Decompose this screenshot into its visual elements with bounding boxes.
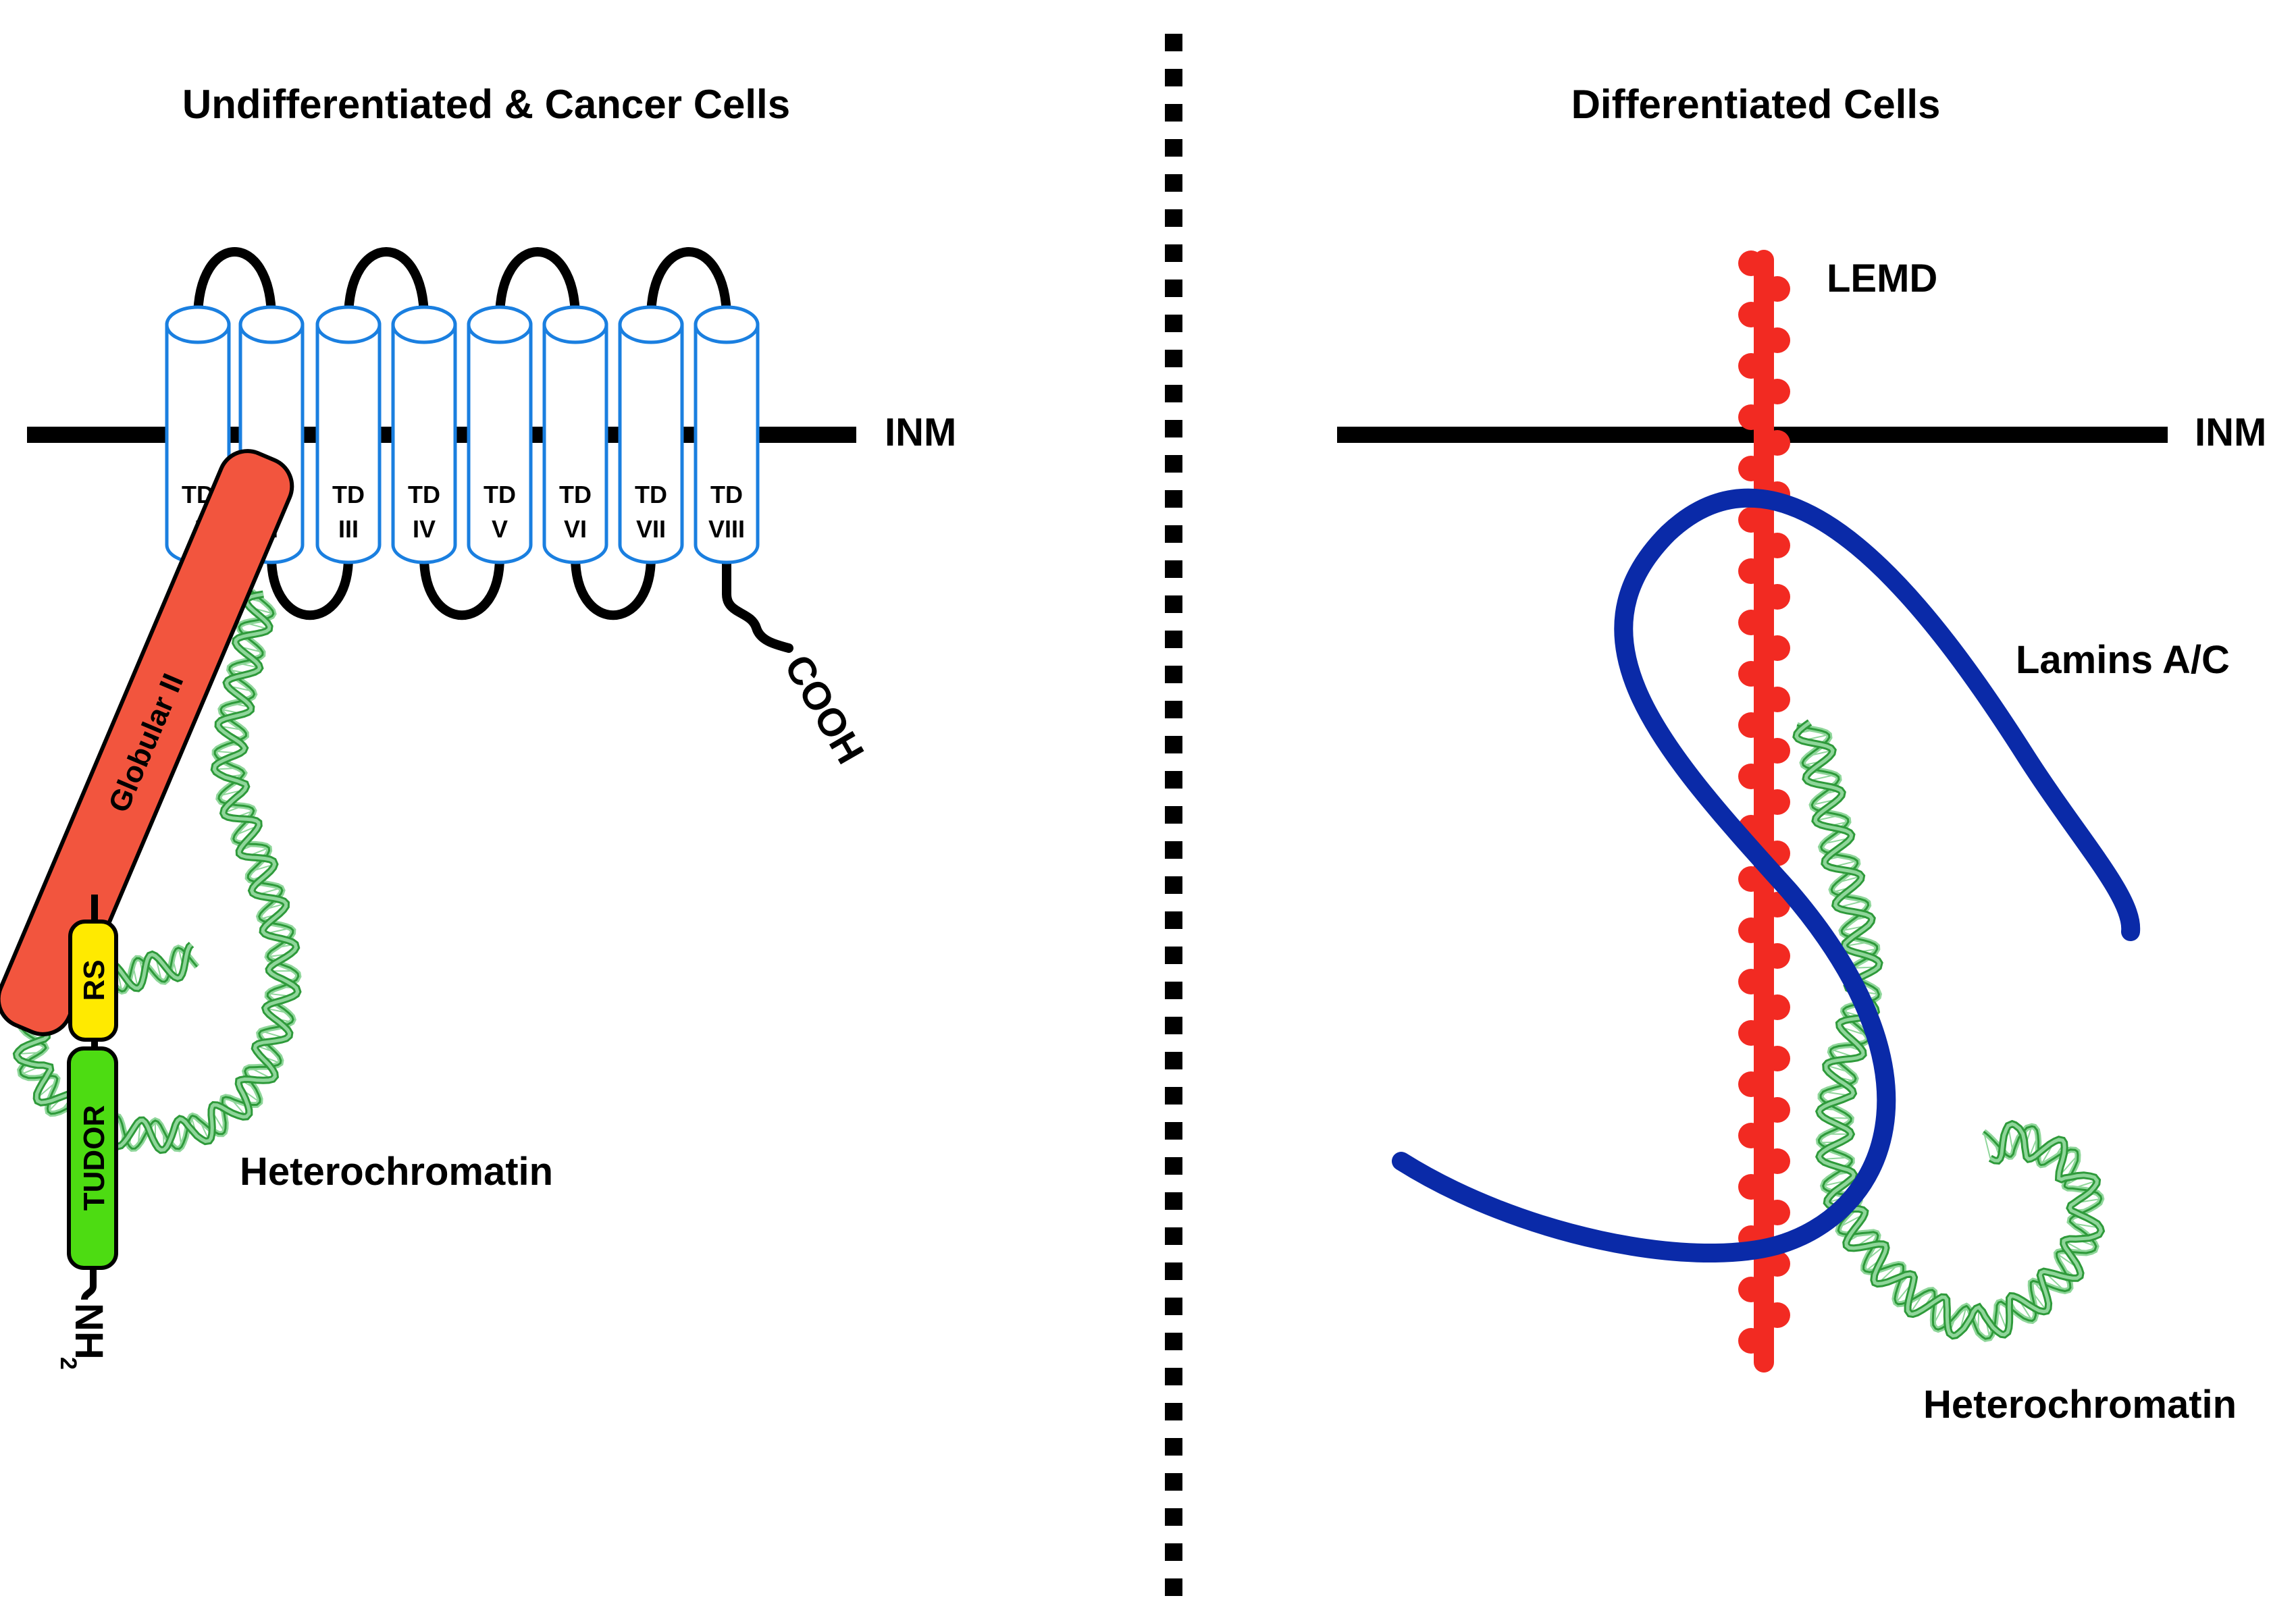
left-membrane-label: INM xyxy=(885,410,956,454)
helix-td-6: TD VI xyxy=(542,305,608,564)
helix-td-3: TD III xyxy=(315,305,382,564)
helix-td-label: TD xyxy=(710,481,743,508)
helix-td-1: TDI xyxy=(165,305,231,564)
helix-td-4: TD IV xyxy=(391,305,457,564)
right-membrane-label: INM xyxy=(2195,410,2266,454)
helix-roman-label: III xyxy=(338,515,359,543)
helix-roman-label: VIII xyxy=(708,515,745,543)
right-heterochromatin-label: Heterochromatin xyxy=(1923,1383,2237,1427)
left-panel-title: Undifferentiated & Cancer Cells xyxy=(182,82,790,127)
n-terminus-linker xyxy=(81,1268,97,1300)
lemd-protein xyxy=(1738,250,1790,1373)
helix-roman-label: IV xyxy=(413,515,436,543)
svg-text:NH: NH xyxy=(67,1303,111,1360)
helix-roman-label: VI xyxy=(564,515,587,543)
helix-td-label: TD xyxy=(635,481,667,508)
bottom-loops xyxy=(267,552,793,653)
rs-domain: RS xyxy=(68,920,118,1042)
right-panel: Differentiated Cells INM LEMD Lamins A/C… xyxy=(1337,82,2266,1427)
helix-td-8: TD VIII xyxy=(694,305,760,564)
lamins-label: Lamins A/C xyxy=(2016,638,2230,682)
helix-roman-label: V xyxy=(492,515,508,543)
helix-td-7: TD VII xyxy=(618,305,684,564)
helix-roman-label: VII xyxy=(636,515,666,543)
svg-text:2: 2 xyxy=(55,1357,81,1370)
helix-td-label: TD xyxy=(484,481,516,508)
left-heterochromatin-label: Heterochromatin xyxy=(240,1150,553,1194)
helix-td-label: TD xyxy=(332,481,365,508)
c-terminus-label: COOH xyxy=(776,647,872,771)
right-panel-title: Differentiated Cells xyxy=(1571,82,1941,127)
tudor-label: TUDOR xyxy=(78,1105,111,1210)
rs-label: RS xyxy=(78,959,111,1001)
helix-td-label: TD xyxy=(408,481,440,508)
tudor-domain: TUDOR xyxy=(67,1046,118,1270)
top-loops xyxy=(193,247,731,323)
left-panel: Undifferentiated & Cancer Cells INM TDI T… xyxy=(0,82,956,1370)
helix-td-5: TD V xyxy=(467,305,533,564)
n-terminus-label: NH 2 xyxy=(55,1303,111,1370)
lamins-ac-filament xyxy=(1392,488,2141,1262)
lemd-label: LEMD xyxy=(1827,257,1937,300)
helix-td-label: TD xyxy=(559,481,592,508)
